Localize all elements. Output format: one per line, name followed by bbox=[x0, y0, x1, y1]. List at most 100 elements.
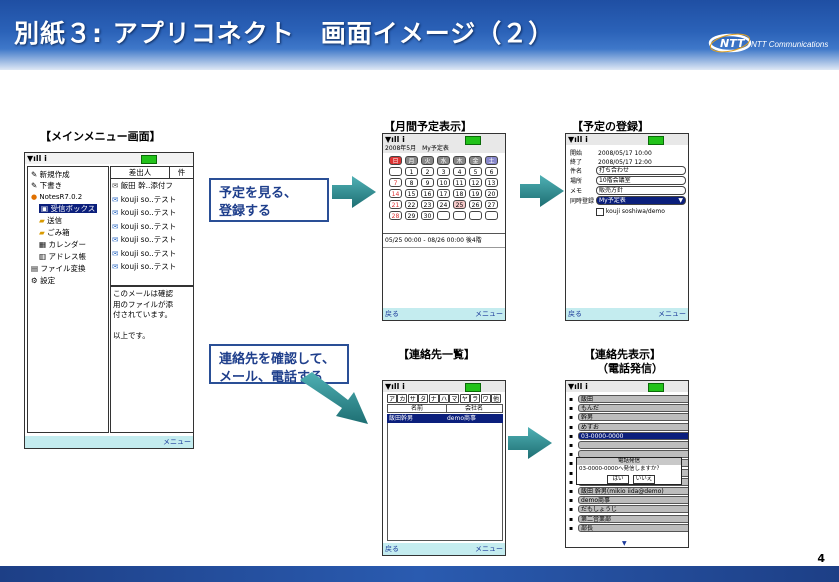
table-row[interactable]: ✉ kouji so..テスト bbox=[112, 235, 177, 244]
softkey-back[interactable]: 戻る bbox=[385, 545, 399, 553]
table-row[interactable]: 飯田幹男 demo商事 bbox=[387, 414, 503, 423]
calendar-day[interactable]: 25 bbox=[453, 200, 466, 209]
calendar-day[interactable]: 29 bbox=[405, 211, 418, 220]
column-header-from[interactable]: 差出人 bbox=[111, 167, 170, 179]
calendar-day[interactable]: 4 bbox=[453, 167, 466, 176]
menu-item-notes[interactable]: ● NotesR7.0.2 bbox=[31, 193, 83, 201]
calendar-day[interactable]: 23 bbox=[421, 200, 434, 209]
softkey-menu[interactable]: メニュー bbox=[475, 310, 503, 318]
kana-tab[interactable]: ヤ bbox=[459, 394, 470, 403]
kana-tab[interactable]: ワ bbox=[480, 394, 491, 403]
scroll-down-icon[interactable]: ▼ bbox=[622, 540, 627, 547]
contact-field-row[interactable]: 部長 bbox=[578, 523, 688, 532]
contact-field-row[interactable]: 飯田 bbox=[578, 395, 688, 403]
calendar-day[interactable]: 3 bbox=[437, 167, 450, 176]
calendar-day[interactable]: 5 bbox=[469, 167, 482, 176]
subject-field[interactable]: 打ち合わせ bbox=[596, 166, 686, 175]
menu-item-calendar[interactable]: ▦ カレンダー bbox=[39, 240, 86, 249]
menu-item-new[interactable]: ✎ 新規作成 bbox=[31, 170, 70, 179]
kana-tab[interactable]: カ bbox=[397, 394, 408, 403]
menu-item-sent[interactable]: ▰ 送信 bbox=[39, 216, 63, 225]
kana-tab[interactable]: 他 bbox=[491, 394, 501, 403]
calendar-day[interactable]: 20 bbox=[485, 189, 498, 198]
calendar-day[interactable]: 10 bbox=[437, 178, 450, 187]
softkey-back[interactable]: 戻る bbox=[568, 310, 582, 318]
calendar-day[interactable]: 14 bbox=[389, 189, 402, 198]
column-header-subject[interactable]: 件 bbox=[170, 167, 193, 179]
contact-field-row[interactable]: めすお bbox=[578, 422, 688, 431]
calendar-day[interactable] bbox=[453, 211, 466, 220]
contact-field-row[interactable]: 飯田 幹男(mikio iida@demo) bbox=[578, 487, 688, 495]
dialog-no-button[interactable]: いいえ bbox=[633, 475, 655, 484]
calendar-day[interactable]: 2 bbox=[421, 167, 434, 176]
battery-icon bbox=[648, 383, 664, 392]
calendar-day[interactable]: 26 bbox=[469, 200, 482, 209]
calendar-select[interactable]: My予定表 ▼ bbox=[596, 196, 686, 205]
calendar-day[interactable] bbox=[485, 211, 498, 220]
contact-field-row[interactable] bbox=[578, 441, 688, 449]
column-header-name[interactable]: 名前 bbox=[388, 405, 447, 413]
calendar-day[interactable]: 15 bbox=[405, 189, 418, 198]
table-row[interactable]: ✉ kouji so..テスト bbox=[112, 221, 177, 231]
calendar-day[interactable] bbox=[389, 167, 402, 176]
calendar-day[interactable]: 22 bbox=[405, 200, 418, 209]
calendar-day[interactable]: 30 bbox=[421, 211, 434, 220]
calendar-day[interactable]: 8 bbox=[405, 178, 418, 187]
kana-tab[interactable]: タ bbox=[418, 394, 429, 403]
kana-tab[interactable]: ハ bbox=[439, 394, 449, 403]
contact-field-row[interactable]: 幹男 bbox=[578, 413, 688, 422]
table-row[interactable]: ✉ kouji so..テスト bbox=[112, 262, 177, 271]
table-row[interactable]: ✉ kouji so..テスト bbox=[112, 248, 177, 258]
kana-tab[interactable]: マ bbox=[449, 394, 460, 403]
calendar-day[interactable]: 7 bbox=[389, 178, 402, 187]
contact-field-row[interactable]: 第二営業部 bbox=[578, 514, 688, 523]
contact-field-row[interactable]: だもしょうじ bbox=[578, 505, 688, 514]
calendar-day[interactable]: 28 bbox=[389, 211, 402, 220]
calendar-day[interactable]: 13 bbox=[485, 178, 498, 187]
place-field[interactable]: 10階会議室 bbox=[596, 176, 686, 185]
calendar-day[interactable]: 16 bbox=[421, 189, 434, 198]
kana-tab[interactable]: ラ bbox=[470, 394, 481, 403]
table-row[interactable]: ✉ 飯田 幹..添付フ bbox=[112, 181, 173, 190]
value-end[interactable]: 2008/05/17 12:00 bbox=[598, 159, 652, 166]
calendar-day[interactable]: 27 bbox=[485, 200, 498, 209]
calendar-day[interactable]: 18 bbox=[453, 189, 466, 198]
softkey-bar: メニュー bbox=[25, 436, 193, 448]
calendar-day[interactable]: 11 bbox=[453, 178, 466, 187]
menu-item-drafts[interactable]: ✎ 下書き bbox=[31, 181, 63, 190]
menu-item-inbox[interactable]: ▣ 受信ボックス bbox=[39, 204, 98, 213]
calendar-day[interactable] bbox=[469, 211, 482, 220]
softkey-back[interactable]: 戻る bbox=[385, 310, 399, 318]
share-checkbox-row[interactable]: kouji soshiwa/demo bbox=[596, 207, 665, 216]
softkey-menu[interactable]: メニュー bbox=[658, 310, 686, 318]
menu-item-settings[interactable]: ⚙ 設定 bbox=[31, 276, 56, 285]
menu-item-trash[interactable]: ▰ ごみ箱 bbox=[39, 228, 70, 237]
menu-item-address[interactable]: ▥ アドレス帳 bbox=[39, 252, 86, 261]
calendar-day[interactable]: 6 bbox=[485, 167, 498, 176]
softkey-menu[interactable]: メニュー bbox=[163, 438, 191, 446]
menu-item-convert[interactable]: ▤ ファイル変換 bbox=[31, 264, 86, 273]
calendar-day[interactable]: 17 bbox=[437, 189, 450, 198]
softkey-menu[interactable]: メニュー bbox=[475, 545, 503, 553]
column-header-company[interactable]: 会社名 bbox=[464, 405, 483, 412]
dialog-yes-button[interactable]: はい bbox=[607, 475, 629, 484]
calendar-day[interactable]: 21 bbox=[389, 200, 402, 209]
kana-tab[interactable]: サ bbox=[407, 394, 418, 403]
kana-tab[interactable]: ナ bbox=[428, 394, 439, 403]
calendar-day[interactable] bbox=[437, 211, 450, 220]
calendar-day[interactable]: 9 bbox=[421, 178, 434, 187]
kana-tab[interactable]: ア bbox=[387, 394, 397, 403]
event-item[interactable]: 05/25 00:00 - 08/26 00:00 後4階 bbox=[383, 234, 505, 248]
contact-field-row[interactable]: もんだ bbox=[578, 404, 688, 413]
table-row[interactable]: ✉ kouji so..テスト bbox=[112, 194, 177, 204]
memo-field[interactable]: 販売方針 bbox=[596, 186, 686, 195]
table-row[interactable]: ✉ kouji so..テスト bbox=[112, 208, 177, 217]
calendar-day[interactable]: 1 bbox=[405, 167, 418, 176]
calendar-day[interactable]: 19 bbox=[469, 189, 482, 198]
chevron-down-icon: ▼ bbox=[678, 197, 683, 204]
contact-field-row[interactable]: demo商事 bbox=[578, 496, 688, 505]
calendar-day[interactable]: 12 bbox=[469, 178, 482, 187]
contact-field-row[interactable]: 03-0000-0000 bbox=[578, 431, 688, 440]
calendar-day[interactable]: 24 bbox=[437, 200, 450, 209]
value-start[interactable]: 2008/05/17 10:00 bbox=[598, 150, 652, 157]
